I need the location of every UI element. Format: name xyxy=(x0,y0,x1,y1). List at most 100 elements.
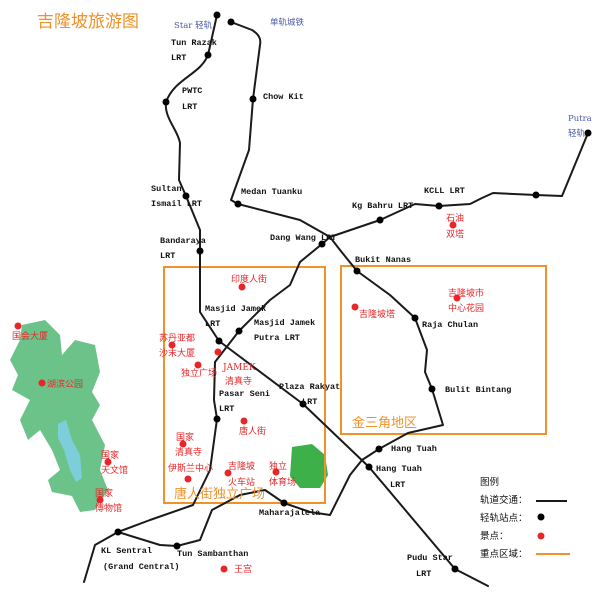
line-label-putra-1: Putra xyxy=(568,114,592,124)
station-dot-raja-chulan[interactable] xyxy=(411,314,419,322)
station-label: LRT xyxy=(171,53,186,63)
legend-station-swatch xyxy=(537,513,545,521)
poi-label: 湖滨公园 xyxy=(47,378,83,390)
station-label: KCLL LRT xyxy=(424,186,465,196)
station-dot-medan-tuanku[interactable] xyxy=(234,200,242,208)
station-dot-bandaraya[interactable] xyxy=(196,247,204,255)
station-label: KL Sentral xyxy=(101,546,152,556)
poi-label: 石油 xyxy=(446,212,464,224)
poi-label: 吉隆坡 xyxy=(228,460,255,472)
station-dot-plaza-rakyat[interactable] xyxy=(299,400,307,408)
legend-rail-label: 轨道交通： xyxy=(480,494,528,506)
poi-label: 中心花园 xyxy=(448,302,484,314)
poi-dot-kl-station[interactable] xyxy=(224,469,232,477)
lake xyxy=(58,420,82,482)
station-label: Dang Wang LRT xyxy=(270,233,336,243)
station-label: Masjid Jamek xyxy=(254,318,315,328)
station-label: LRT xyxy=(219,404,234,414)
rail-line-monorail xyxy=(117,21,444,547)
poi-label: 沙末大厦 xyxy=(159,347,195,359)
poi-label: 体育场 xyxy=(269,476,296,488)
station-dot-tun-razak[interactable] xyxy=(204,51,212,59)
poi-label: 吉隆坡市 xyxy=(448,287,484,299)
poi-label: 王宫 xyxy=(234,563,252,575)
station-dot-bukit-nanas[interactable] xyxy=(353,267,361,275)
station-label: LRT xyxy=(416,569,431,579)
zone-label-chinatown-merdeka: 唐人街独立广场 xyxy=(174,486,265,502)
stadium-green-area xyxy=(290,444,328,488)
station-label: Ismail LRT xyxy=(151,199,202,209)
poi-label: 苏丹亚都 xyxy=(159,332,195,344)
station-dot-pwtc[interactable] xyxy=(162,98,170,106)
line-label-star: Star 轻轨 xyxy=(174,20,213,31)
legend: 图例 轨道交通： 轻轨站点： 景点： 重点区域： xyxy=(480,476,570,560)
poi-dot-planetarium[interactable] xyxy=(104,458,112,466)
poi-dot-jamek-mosque[interactable] xyxy=(214,348,222,356)
line-label-putra-2: 轻轨 xyxy=(568,128,586,139)
poi-dot-museum[interactable] xyxy=(96,496,104,504)
station-label: Putra LRT xyxy=(254,333,300,343)
poi-dot-kl-tower[interactable] xyxy=(351,303,359,311)
station-dot-monorail-terminus[interactable] xyxy=(227,18,235,26)
station-label: Hang Tuah xyxy=(376,464,422,474)
poi-label: 清真寺 xyxy=(225,375,252,387)
station-dot-tun-sambanthan[interactable] xyxy=(173,542,181,550)
station-label: Chow Kit xyxy=(263,92,304,102)
station-dot-chow-kit[interactable] xyxy=(249,95,257,103)
station-label: LRT xyxy=(182,102,197,112)
poi-dot-palace[interactable] xyxy=(220,565,228,573)
station-dot-kg-bahru[interactable] xyxy=(376,216,384,224)
station-dot-pudu-star[interactable] xyxy=(451,565,459,573)
station-label: LRT xyxy=(390,480,405,490)
legend-title: 图例 xyxy=(480,476,499,488)
station-dot-hang-tuah-lrt[interactable] xyxy=(365,463,373,471)
zone-chinatown-merdeka xyxy=(163,266,326,504)
attractions xyxy=(14,221,461,573)
station-dot-putra-mid[interactable] xyxy=(532,191,540,199)
poi-label: 清真寺 xyxy=(175,446,202,458)
station-dot-bulit-bintang[interactable] xyxy=(428,385,436,393)
station-label: PWTC xyxy=(182,86,202,96)
station-dot-dang-wang[interactable] xyxy=(318,240,326,248)
poi-label: 独立 xyxy=(269,460,287,472)
poi-dot-little-india[interactable] xyxy=(238,283,246,291)
station-label: Hang Tuah xyxy=(391,444,437,454)
poi-dot-chinatown[interactable] xyxy=(240,417,248,425)
station-dot-maharajalela[interactable] xyxy=(280,499,288,507)
poi-dot-petronas[interactable] xyxy=(449,221,457,229)
station-dot-hang-tuah[interactable] xyxy=(375,445,383,453)
rail-line-star xyxy=(164,14,489,587)
station-label: Pasar Seni xyxy=(219,389,270,399)
station-labels: Tun Razak LRT PWTC LRT Chow Kit Sultan I… xyxy=(101,38,511,579)
poi-label: 国家 xyxy=(95,487,113,499)
legend-station-label: 轻轨站点： xyxy=(480,512,528,524)
station-dot-kcll[interactable] xyxy=(435,202,443,210)
station-label: Maharajalela xyxy=(259,508,320,518)
poi-dot-stadium[interactable] xyxy=(272,468,280,476)
stations xyxy=(114,11,592,573)
station-label: Kg Bahru LRT xyxy=(352,201,413,211)
poi-dot-sultan-abdul[interactable] xyxy=(168,341,176,349)
poi-label: 国家 xyxy=(176,431,194,443)
station-dot-putra-terminus[interactable] xyxy=(584,129,592,137)
poi-dot-national-mosque[interactable] xyxy=(179,440,187,448)
poi-label: 伊斯兰中心 xyxy=(168,462,213,474)
poi-dot-merdeka-square[interactable] xyxy=(194,361,202,369)
poi-dot-lake-gardens[interactable] xyxy=(38,379,46,387)
station-dot-star-terminus[interactable] xyxy=(213,11,221,19)
station-dot-sultan-ismail[interactable] xyxy=(182,192,190,200)
station-dot-pasar-seni[interactable] xyxy=(213,415,221,423)
zone-label-golden-triangle: 金三角地区 xyxy=(352,415,417,431)
station-label: Sultan xyxy=(151,184,182,194)
poi-label: 唐人街 xyxy=(239,425,266,437)
station-label: Tun Sambanthan xyxy=(177,549,248,559)
station-dot-kl-sentral[interactable] xyxy=(114,528,122,536)
poi-dot-parliament[interactable] xyxy=(14,322,22,330)
poi-dot-klcc-park[interactable] xyxy=(453,294,461,302)
station-dot-masjid-jamek-putra[interactable] xyxy=(235,327,243,335)
lake-gardens-park xyxy=(10,320,108,512)
poi-dot-islamic-centre[interactable] xyxy=(184,475,192,483)
station-dot-masjid-jamek[interactable] xyxy=(215,337,223,345)
